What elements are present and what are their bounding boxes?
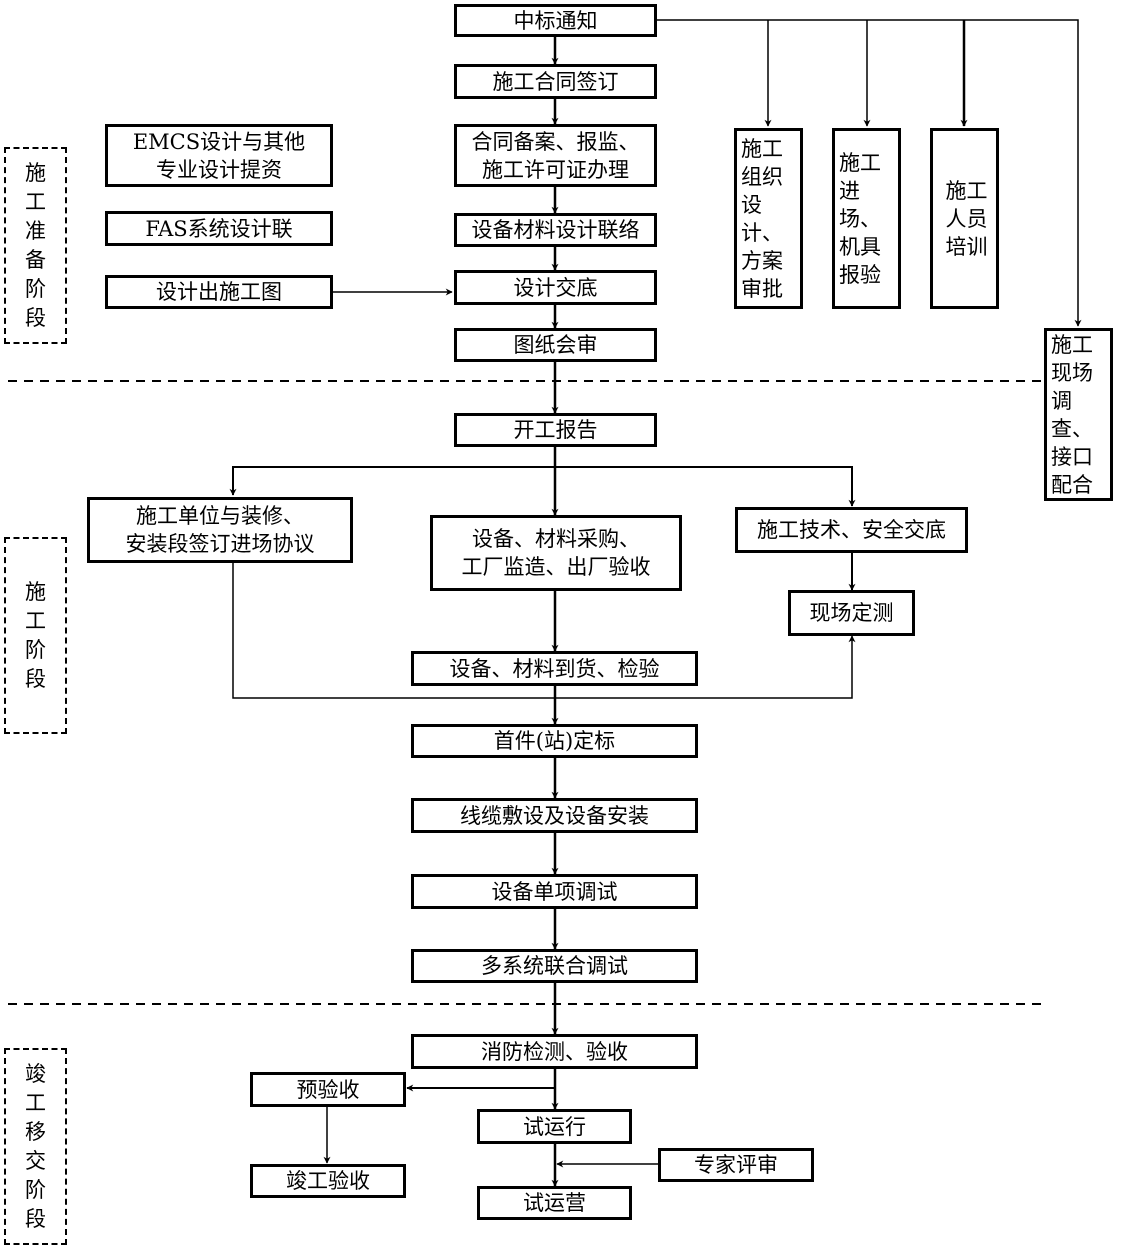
bid-notice-box: 中标通知 bbox=[454, 4, 657, 37]
staff-training-box: 施工 人员 培训 bbox=[930, 128, 999, 309]
design-drawings-box: 设计出施工图 bbox=[105, 275, 333, 309]
contract-sign-box: 施工合同签订 bbox=[454, 64, 657, 99]
stage-label-construction: 施 工 阶 段 bbox=[4, 537, 67, 734]
trial-operation-box: 试运营 bbox=[477, 1186, 632, 1220]
emcs-design-box: EMCS设计与其他 专业设计提资 bbox=[105, 124, 333, 187]
entry-agreement-box: 施工单位与装修、 安装段签订进场协议 bbox=[87, 497, 353, 563]
fas-design-box: FAS系统设计联 bbox=[105, 211, 333, 246]
procurement-box: 设备、材料采购、 工厂监造、出厂验收 bbox=[430, 515, 682, 591]
multi-system-debug-box: 多系统联合调试 bbox=[411, 949, 698, 983]
pre-acceptance-box: 预验收 bbox=[250, 1072, 406, 1107]
stage-label-preparation: 施 工 准 备 阶 段 bbox=[4, 147, 67, 344]
site-survey-interface-box: 施工 现场 调查、 接口 配合 bbox=[1044, 328, 1113, 501]
org-design-approval-box: 施工 组织 设计、 方案 审批 bbox=[734, 128, 803, 309]
drawing-review-box: 图纸会审 bbox=[454, 328, 657, 362]
filing-permit-box: 合同备案、报监、 施工许可证办理 bbox=[454, 124, 657, 187]
connector bbox=[656, 19, 1082, 327]
first-station-benchmark-box: 首件(站)定标 bbox=[411, 724, 698, 758]
material-design-liaison-box: 设备材料设计联络 bbox=[454, 213, 657, 247]
expert-review-box: 专家评审 bbox=[658, 1148, 814, 1182]
cabling-install-box: 线缆敷设及设备安装 bbox=[411, 798, 698, 833]
connector bbox=[229, 466, 555, 496]
connector bbox=[232, 561, 856, 699]
stage-label-handover: 竣 工 移 交 阶 段 bbox=[4, 1048, 67, 1245]
arrival-inspection-box: 设备、材料到货、检验 bbox=[411, 651, 698, 686]
design-briefing-box: 设计交底 bbox=[454, 270, 657, 305]
unit-debug-box: 设备单项调试 bbox=[411, 874, 698, 909]
site-entry-inspection-box: 施工 进场、 机具 报验 bbox=[832, 128, 901, 309]
final-acceptance-box: 竣工验收 bbox=[250, 1164, 406, 1198]
trial-run-box: 试运行 bbox=[477, 1109, 632, 1144]
tech-safety-briefing-box: 施工技术、安全交底 bbox=[735, 507, 968, 553]
site-measurement-box: 现场定测 bbox=[788, 590, 915, 636]
fire-inspection-box: 消防检测、验收 bbox=[411, 1034, 698, 1069]
start-report-box: 开工报告 bbox=[454, 413, 657, 447]
connector bbox=[555, 466, 856, 507]
